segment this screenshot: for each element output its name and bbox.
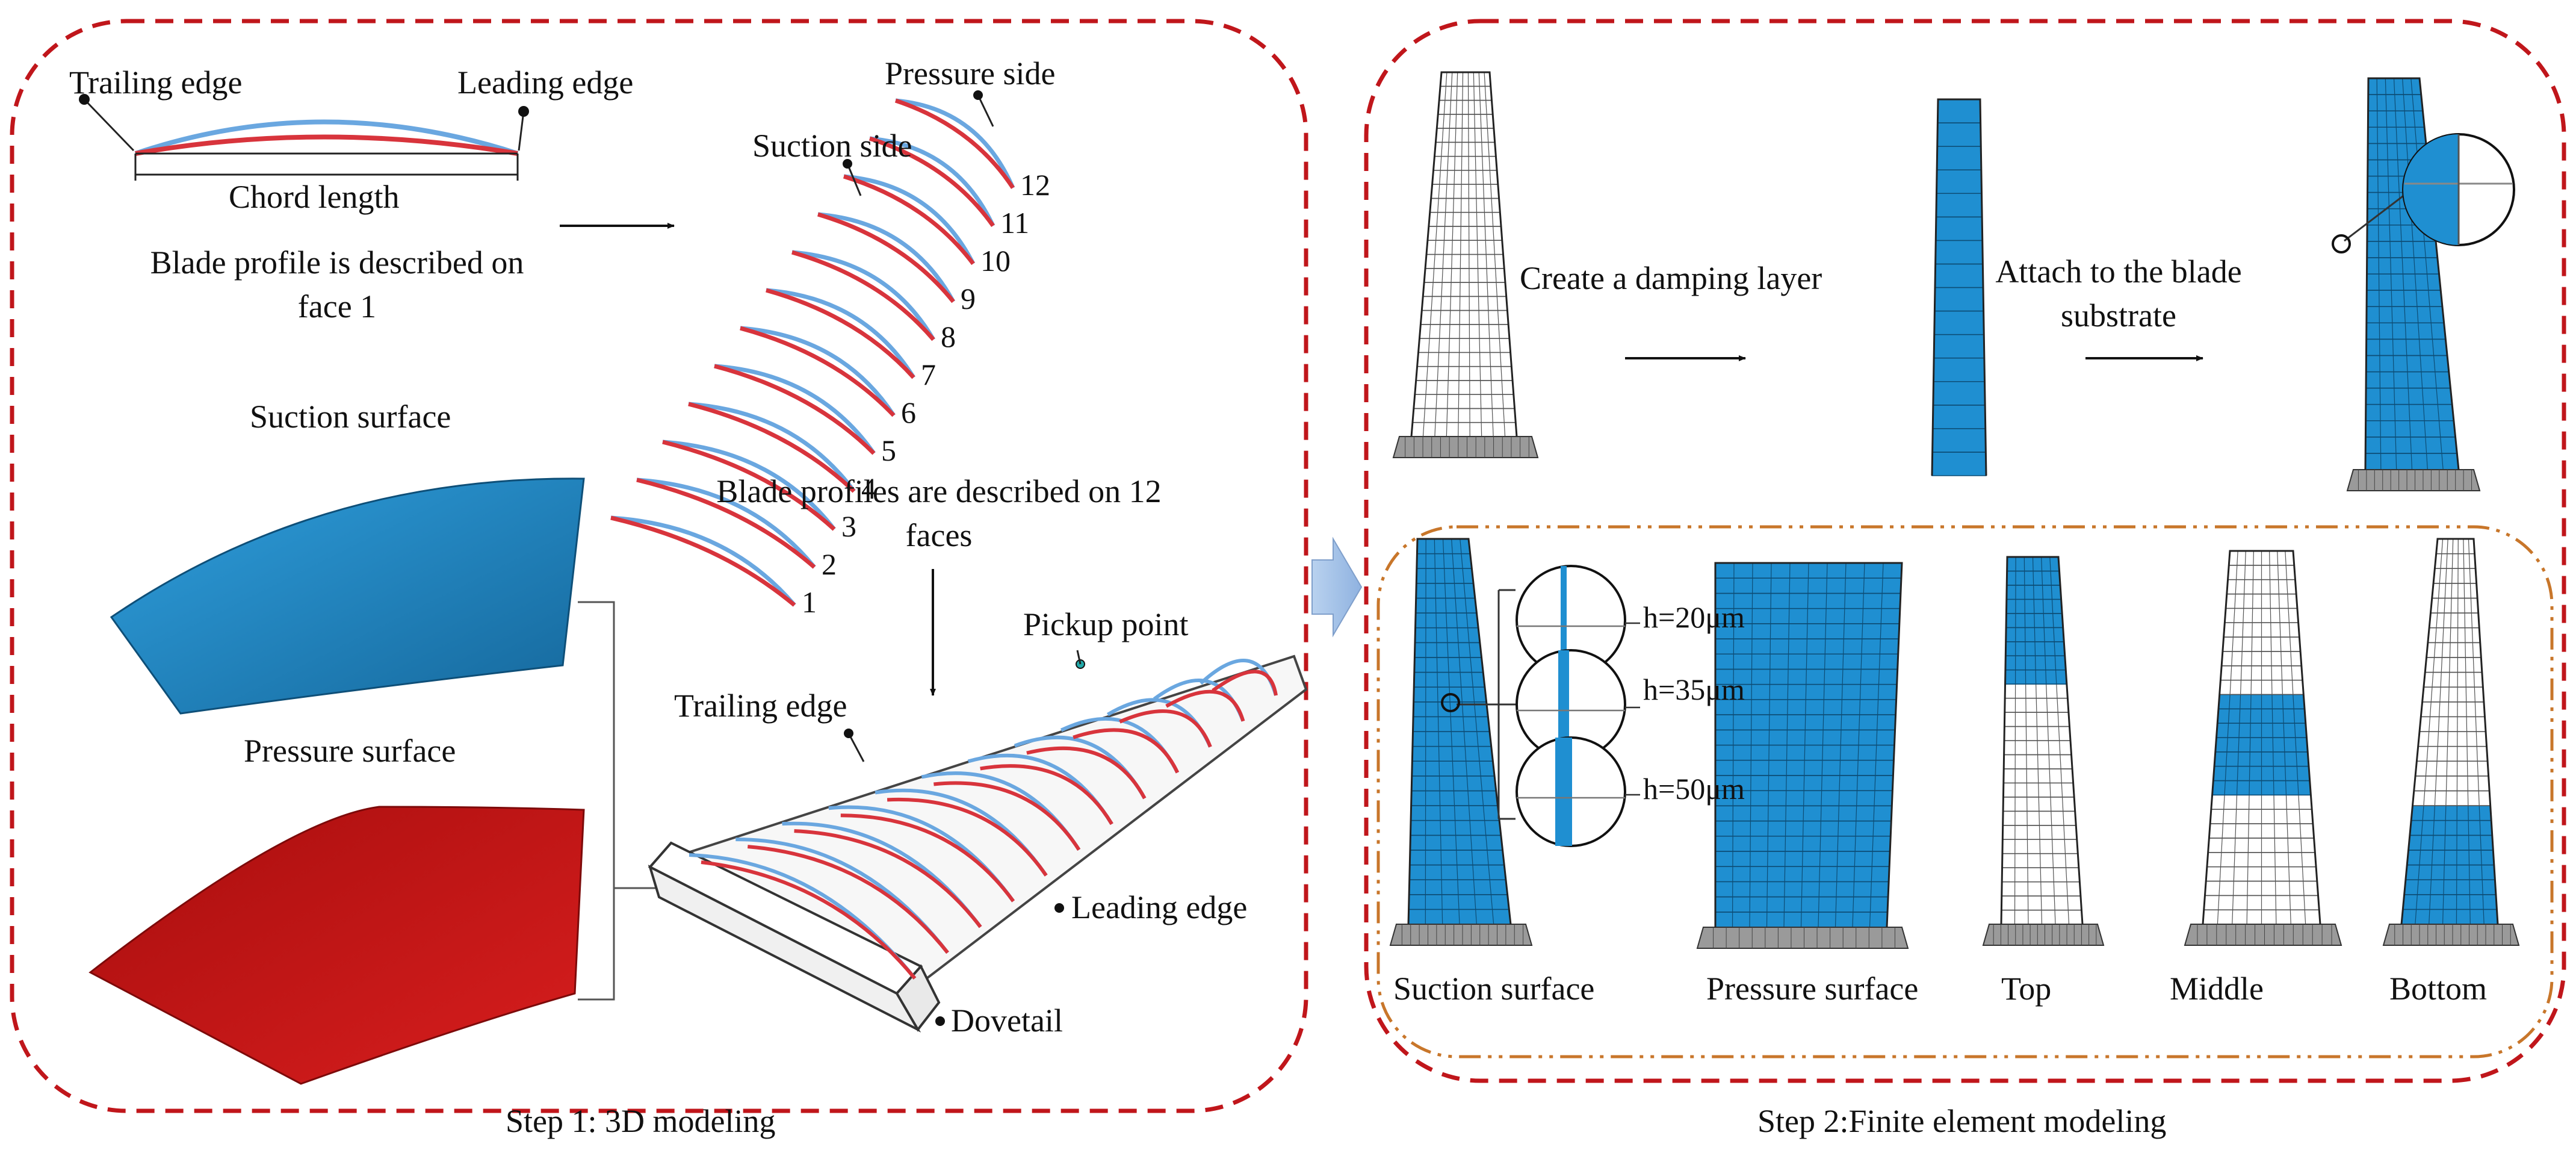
label-pickup-point: Pickup point: [1023, 608, 1189, 641]
step-transition-arrow: [1312, 539, 1361, 635]
label-pressure-surface: Pressure surface: [244, 735, 456, 767]
leading-edge-dot-2: [1054, 903, 1064, 913]
pressure-side-dot: [973, 90, 983, 100]
label-trailing-edge: Trailing edge: [69, 66, 242, 99]
profile-face-7: [766, 290, 914, 378]
single-blade-profile: [135, 122, 518, 154]
blade-damping-layer: [1932, 99, 1986, 476]
label-attach: Attach to the blade substrate: [1992, 250, 2245, 338]
pressure-side-leader: [978, 95, 993, 126]
zoom-spot-top: [2333, 235, 2350, 252]
face-number-12: 12: [1020, 170, 1050, 200]
profile-face-10: [844, 176, 973, 264]
step2-caption: Step 2:Finite element modeling: [1757, 1105, 2166, 1137]
label-chord-length: Chord length: [229, 181, 399, 213]
blade-variant-top: [1983, 557, 2104, 945]
label-pressure-side: Pressure side: [885, 57, 1055, 90]
label-h20: h=20μm: [1643, 602, 1745, 632]
zoom-circle-3: [1517, 738, 1640, 846]
label-stack-desc: Blade profiles are described on 12 faces: [716, 470, 1162, 558]
label-leading-edge: Leading edge: [457, 66, 633, 99]
surfaces-bracket: [578, 602, 659, 999]
face-number-1: 1: [802, 587, 817, 617]
profile-face-8: [792, 252, 933, 340]
label-suction-surface: Suction surface: [250, 400, 451, 433]
suction-surface-shape: [111, 479, 584, 713]
blade-variant-middle: [2185, 551, 2341, 945]
variant-label-suction: Suction surface: [1393, 972, 1594, 1005]
trailing-edge-leader: [84, 99, 134, 151]
label-h50: h=50μm: [1643, 774, 1745, 804]
face-number-8: 8: [941, 322, 956, 352]
label-suction-side: Suction side: [752, 129, 912, 162]
face-number-11: 11: [1000, 208, 1029, 238]
pressure-surface-shape: [90, 807, 584, 1084]
variant-label-top: Top: [2001, 972, 2051, 1005]
profile-face-9: [818, 214, 953, 302]
variant-label-bottom: Bottom: [2389, 972, 2487, 1005]
face-number-5: 5: [881, 435, 896, 465]
face-number-6: 6: [901, 397, 916, 427]
variant-label-middle: Middle: [2170, 972, 2264, 1005]
label-leading-edge-blade: Leading edge: [1071, 891, 1247, 924]
label-h35: h=35μm: [1643, 674, 1745, 704]
label-dovetail: Dovetail: [951, 1004, 1063, 1037]
blade-mesh-substrate: [1393, 72, 1538, 458]
thickness-zoom-circles: [1517, 566, 1640, 846]
face-number-7: 7: [921, 359, 936, 390]
face-number-10: 10: [980, 246, 1011, 276]
zoom-detail-top: [2403, 134, 2514, 245]
leading-edge-leader: [519, 111, 524, 151]
variant-label-pressure: Pressure surface: [1706, 972, 1918, 1005]
label-trailing-edge-blade: Trailing edge: [674, 689, 847, 722]
blade-variant-bottom: [2383, 539, 2519, 945]
blade-variant-suction: [1390, 539, 1532, 945]
leading-edge-dot: [518, 106, 529, 117]
trailing-edge-dot-2: [844, 729, 853, 738]
label-profile-desc: Blade profile is described on face 1: [120, 241, 554, 329]
label-create-layer: Create a damping layer: [1520, 262, 1822, 294]
dovetail-dot: [935, 1016, 945, 1026]
face-number-9: 9: [961, 284, 976, 314]
step1-caption: Step 1: 3D modeling: [506, 1105, 775, 1137]
